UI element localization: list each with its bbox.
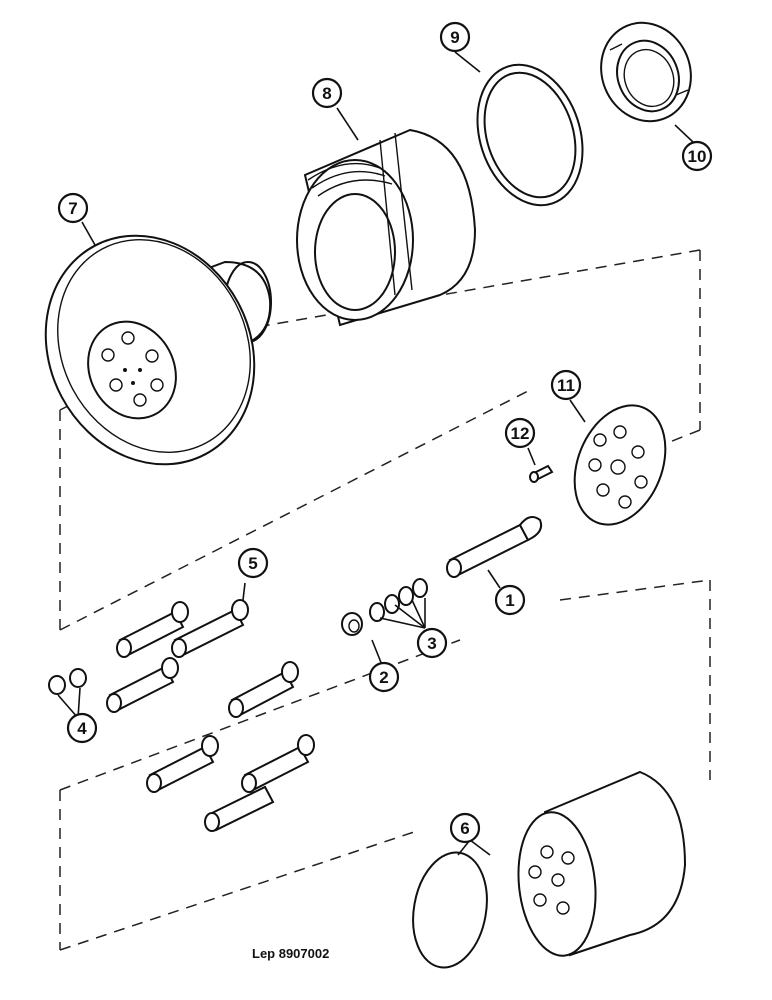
part-10-nut: [600, 21, 692, 123]
callout-7-label: 7: [68, 199, 77, 218]
callout-9-label: 9: [450, 28, 459, 47]
callout-8-label: 8: [322, 84, 331, 103]
piston: [228, 661, 299, 718]
callout-4-label: 4: [77, 719, 87, 738]
piston: [204, 785, 275, 832]
callout-1: 1: [494, 584, 526, 616]
piston: [241, 734, 315, 793]
part-11-valve-plate: [573, 404, 667, 526]
callout-2: 2: [368, 661, 400, 693]
part-12-screw: [529, 464, 554, 483]
piston: [146, 735, 219, 793]
part-9-ring: [476, 63, 584, 207]
callout-3-label: 3: [427, 634, 436, 653]
callout-6-label: 6: [460, 819, 469, 838]
callout-3: 3: [416, 627, 448, 659]
callout-1-label: 1: [505, 591, 514, 610]
figure-reference-caption: Lep 8907002: [252, 946, 329, 961]
callout-11-label: 11: [557, 376, 575, 395]
callout-11: 11: [550, 369, 582, 401]
callout-10: 10: [681, 140, 713, 172]
callout-12-label: 12: [511, 424, 530, 443]
part-6-cylinder-barrel-and-cover: [412, 770, 687, 969]
callout-8: 8: [311, 77, 343, 109]
callout-7: 7: [57, 192, 89, 224]
callout-5: 5: [237, 547, 269, 579]
part-7-flange-hub: [44, 234, 272, 466]
part-8-cylinder-block: [296, 128, 477, 327]
callout-2-label: 2: [379, 668, 388, 687]
part-4-retaining-rings: [48, 668, 87, 695]
part-5-pistons: [106, 599, 315, 832]
part-3-washers: [369, 578, 428, 622]
piston: [106, 657, 179, 713]
dashed-boundary-lower: [59, 579, 711, 951]
callout-4: 4: [66, 712, 98, 744]
callout-5-label: 5: [248, 554, 257, 573]
part-2-spacer: [341, 612, 363, 636]
callout-6: 6: [449, 812, 481, 844]
part-1-center-shaft: [446, 515, 543, 578]
callout-12: 12: [504, 417, 536, 449]
piston: [171, 599, 249, 658]
piston: [116, 601, 189, 658]
callout-10-label: 10: [688, 147, 707, 166]
callout-9: 9: [439, 21, 471, 53]
